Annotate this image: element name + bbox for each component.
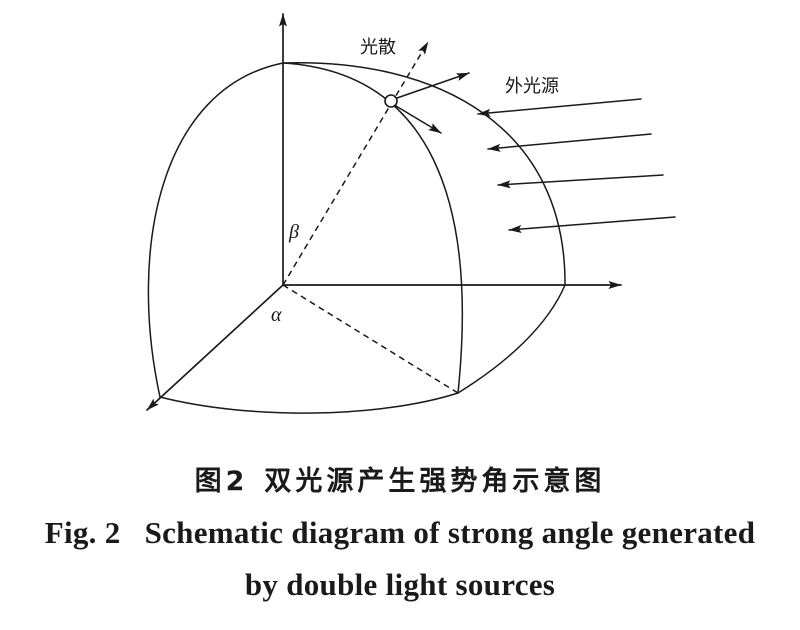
axis-diagonal — [146, 284, 284, 411]
incident-light-arrow — [508, 216, 676, 234]
caption-zh: 图2 双光源产生强势角示意图 — [0, 464, 800, 500]
diagram: 光散 外光源 β α — [146, 13, 676, 414]
scatter-direction-line — [282, 41, 429, 286]
scattered-ray-inward — [395, 105, 442, 134]
incident-light-arrow — [477, 98, 642, 117]
caption-en-line-1: Fig. 2 Schematic diagram of strong angle … — [0, 513, 800, 553]
incident-light-arrow — [487, 133, 652, 152]
sphere-lower-right-arc — [457, 284, 566, 394]
base-projection-line — [282, 284, 459, 394]
caption-zh-label: 图2 — [194, 466, 249, 497]
sphere-meridian-arc — [282, 62, 464, 394]
caption-en-label: Fig. 2 — [44, 515, 121, 550]
caption-zh-title: 双光源产生强势角示意图 — [264, 466, 606, 497]
label-external-light: 外光源 — [505, 76, 559, 97]
caption-en-line-2: by double light sources — [244, 567, 556, 602]
sphere-left-arc — [147, 62, 284, 398]
incident-light-arrow — [497, 174, 664, 189]
scattered-ray-outward — [396, 72, 470, 99]
label-alpha: α — [271, 304, 282, 326]
sphere-bottom-arc — [159, 392, 459, 414]
label-scatter: 光散 — [360, 37, 396, 58]
caption-en-title-line-1: Schematic diagram of strong angle genera… — [144, 515, 756, 550]
label-beta: β — [288, 221, 299, 243]
scatter-point — [384, 94, 398, 108]
